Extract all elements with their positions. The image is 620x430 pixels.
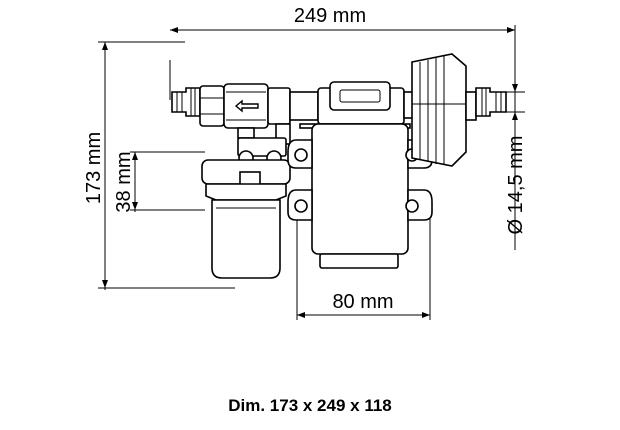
check-valve (223, 83, 269, 139)
body-width-label: 80 mm (332, 291, 393, 313)
dimensions-caption: Dim. 173 x 249 x 118 (228, 396, 392, 415)
filter-height-dimension: 38 mm (113, 151, 205, 213)
inlet-nut (199, 85, 225, 127)
port-diameter-label: Ø 14,5 mm (505, 136, 527, 235)
motor-body (287, 123, 433, 269)
length-dimension: 249 mm (169, 5, 516, 100)
outlet-hose-barb (475, 87, 507, 117)
flow-arrow-icon (234, 99, 259, 113)
pump-head (317, 81, 417, 125)
outlet-cover (411, 53, 477, 167)
filter-height-label: 38 mm (113, 151, 135, 212)
inlet-hose-barb (171, 87, 201, 117)
height-label: 173 mm (83, 132, 105, 204)
length-label: 249 mm (294, 5, 366, 27)
height-dimension: 173 mm (83, 41, 235, 290)
port-diameter-dimension: Ø 14,5 mm (490, 60, 527, 250)
strainer-filter (201, 137, 291, 279)
body-width-dimension: 80 mm (296, 215, 431, 320)
pipe-to-pump (267, 87, 319, 145)
